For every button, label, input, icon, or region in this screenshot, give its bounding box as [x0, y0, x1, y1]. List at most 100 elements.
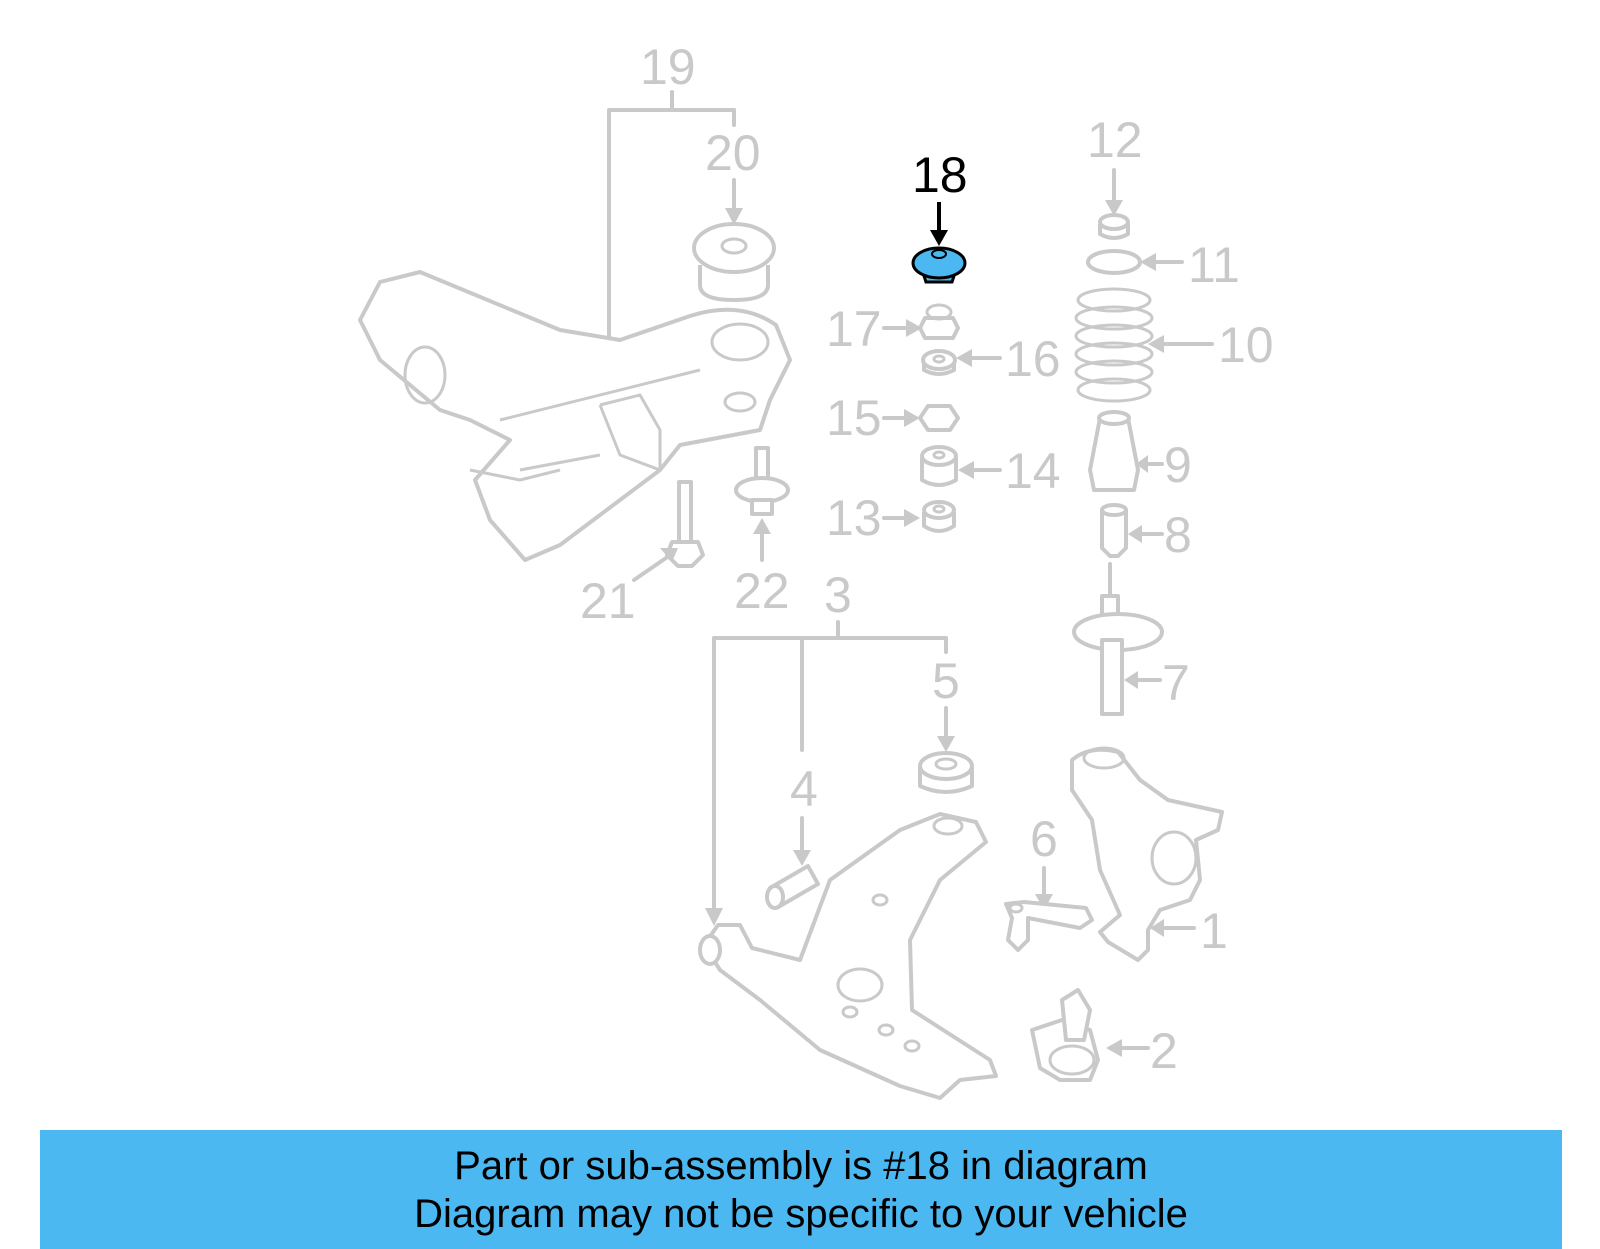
bushing-14-top — [920, 445, 958, 467]
subframe-right-opening — [710, 322, 770, 362]
callout-18-arrowhead — [930, 230, 948, 246]
nut-15-part[interactable] — [918, 404, 960, 432]
ring-11 — [1086, 249, 1142, 275]
callout-11-label: 11 — [1188, 237, 1240, 293]
callout-2-label: 2 — [1150, 1023, 1178, 1079]
callout-16[interactable]: 16 — [956, 331, 1061, 387]
callout-22-arrowhead — [753, 518, 771, 534]
nut-17-body — [918, 316, 960, 340]
callout-19[interactable]: 19 — [600, 39, 736, 358]
bushing-14-part[interactable] — [920, 445, 958, 487]
callout-22[interactable]: 22 — [734, 518, 790, 619]
control-arm-part[interactable] — [698, 812, 998, 1100]
spring-10-coil-5 — [1074, 359, 1154, 385]
control-arm-front-bushing — [698, 934, 722, 966]
callout-4[interactable]: 4 — [790, 761, 818, 866]
callout-11-arrowhead — [1140, 253, 1156, 271]
highlighted-part-18[interactable] — [911, 246, 967, 284]
subframe-bushing-part[interactable] — [692, 222, 776, 302]
control-arm-hole-1 — [871, 893, 889, 907]
bumper-8-part[interactable] — [1100, 503, 1128, 558]
callout-11[interactable]: 11 — [1140, 237, 1240, 293]
ball-joint-2-part[interactable] — [1030, 988, 1100, 1082]
callout-1-label: 1 — [1200, 903, 1228, 959]
callout-21[interactable]: 21 — [580, 548, 678, 629]
control-arm-hole-4 — [903, 1039, 921, 1053]
link-6-part[interactable] — [1004, 900, 1094, 952]
knuckle-1-part[interactable] — [1070, 746, 1224, 962]
bushing-5-hole — [934, 757, 958, 771]
callout-10[interactable]: 10 — [1148, 317, 1274, 373]
bushing-4-end — [765, 884, 785, 910]
spring-10-part[interactable] — [1074, 287, 1154, 403]
link-6-body — [1004, 900, 1094, 952]
bolt-22-part[interactable] — [734, 446, 790, 516]
callout-21-leader — [632, 556, 668, 582]
bushing-5-top — [918, 751, 974, 781]
callout-10-arrowhead — [1148, 335, 1164, 353]
bushing-13-part[interactable] — [922, 500, 956, 533]
spring-10-coil-6 — [1076, 377, 1152, 403]
callout-6[interactable]: 6 — [1030, 811, 1058, 910]
callout-2-arrowhead — [1106, 1039, 1122, 1057]
nut-17-top — [925, 303, 953, 321]
callout-18[interactable]: 18 — [912, 147, 968, 246]
subframe-body — [358, 270, 792, 562]
callout-7-arrowhead — [1124, 671, 1138, 689]
callout-3[interactable]: 3 — [705, 567, 948, 926]
callout-21-arrowhead — [660, 548, 678, 562]
callout-15-arrowhead — [904, 409, 920, 427]
callout-7[interactable]: 7 — [1124, 655, 1190, 711]
boot-9-top — [1097, 410, 1131, 426]
callout-22-label: 22 — [734, 563, 790, 619]
control-arm-bushing-seat — [932, 816, 964, 836]
bolt-22-head — [750, 498, 774, 516]
callout-13[interactable]: 13 — [826, 490, 920, 546]
subframe-left-opening — [403, 345, 447, 405]
callout-14-arrowhead — [958, 461, 974, 479]
callout-9-arrowhead — [1136, 455, 1148, 473]
callout-17[interactable]: 17 — [826, 301, 922, 357]
callout-15[interactable]: 15 — [826, 390, 920, 446]
part-18-hole — [931, 249, 947, 259]
bushing-13-top — [922, 500, 956, 520]
boot-9-part[interactable] — [1088, 410, 1140, 492]
callout-10-label: 10 — [1218, 317, 1274, 373]
cap-12-part[interactable] — [1098, 213, 1130, 240]
callout-12-label: 12 — [1087, 112, 1143, 168]
callout-1[interactable]: 1 — [1150, 903, 1228, 959]
bushing-4-part[interactable] — [765, 864, 820, 910]
callout-21-label: 21 — [580, 573, 636, 629]
info-banner: Part or sub-assembly is #18 in diagram D… — [40, 1130, 1562, 1249]
callout-7-label: 7 — [1162, 655, 1190, 711]
callout-3-label: 3 — [824, 567, 852, 623]
washer-16-top — [921, 349, 957, 371]
nut-17-part[interactable] — [918, 303, 960, 340]
strut-7-part[interactable] — [1072, 562, 1164, 716]
strut-7-body — [1100, 638, 1124, 716]
callout-9[interactable]: 9 — [1136, 437, 1192, 493]
callout-5[interactable]: 5 — [932, 653, 960, 752]
callout-2[interactable]: 2 — [1106, 1023, 1178, 1079]
callout-20-arrowhead — [725, 208, 743, 225]
bushing-5-part[interactable] — [918, 751, 974, 794]
nut-15-body — [918, 404, 960, 432]
callout-4-arrowhead — [793, 850, 811, 866]
callout-18-label: 18 — [912, 147, 968, 203]
link-6-hole — [1008, 902, 1024, 914]
callout-9-label: 9 — [1164, 437, 1192, 493]
subframe-part[interactable] — [358, 270, 792, 562]
washer-16-part[interactable] — [921, 349, 957, 376]
callout-5-label: 5 — [932, 653, 960, 709]
callout-20[interactable]: 20 — [705, 108, 761, 225]
callout-14[interactable]: 14 — [958, 443, 1061, 499]
callout-13-label: 13 — [826, 490, 882, 546]
ball-joint-2-stud — [1060, 988, 1092, 1042]
boot-9-body — [1088, 416, 1140, 492]
cap-12-top — [1098, 213, 1130, 231]
callout-19-bracket — [607, 90, 736, 347]
bushing-14-hole — [932, 450, 946, 460]
callout-8[interactable]: 8 — [1128, 507, 1192, 563]
ring-11-part[interactable] — [1086, 249, 1142, 275]
callout-12[interactable]: 12 — [1087, 112, 1143, 216]
